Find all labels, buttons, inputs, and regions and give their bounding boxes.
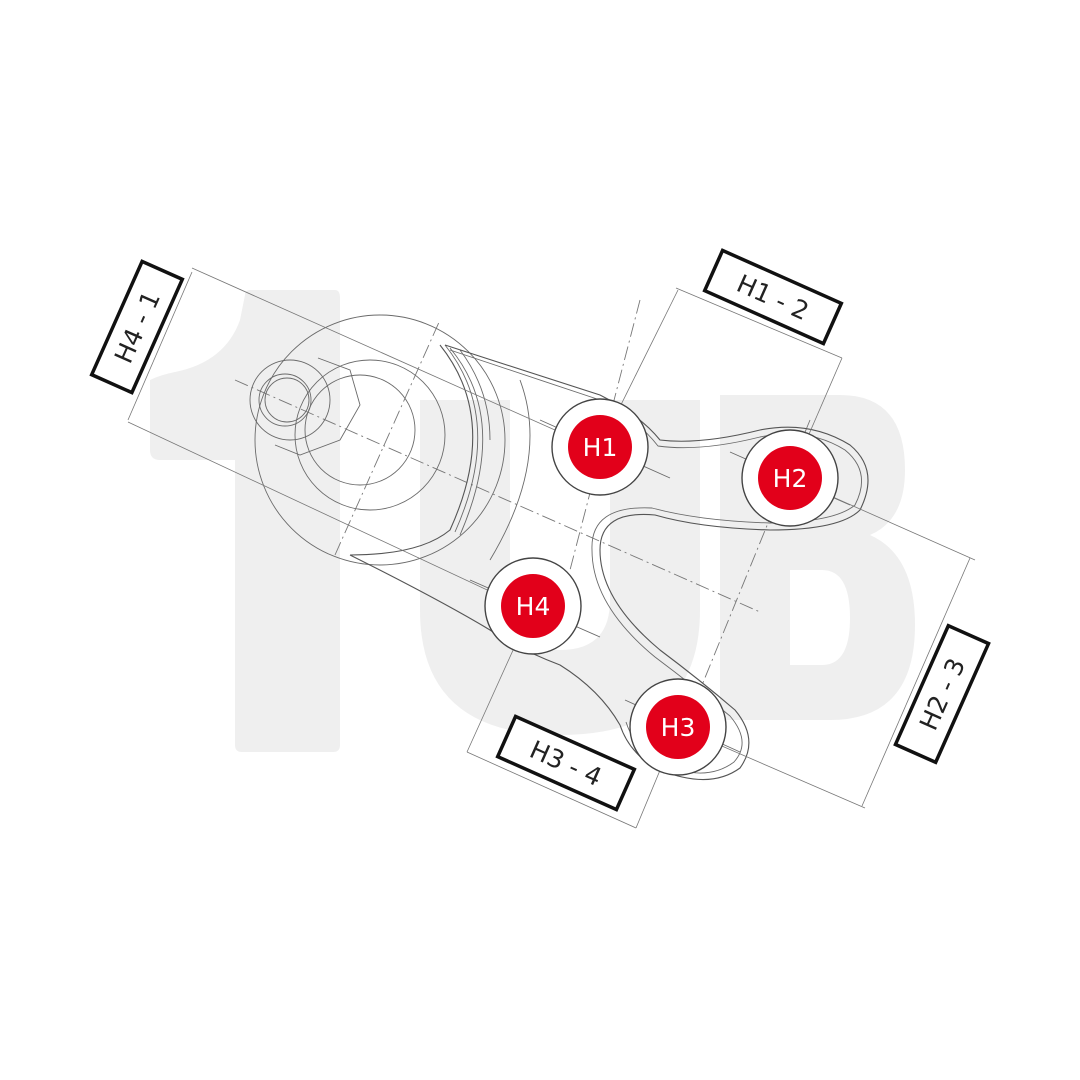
hole-H1: H1	[551, 398, 649, 496]
tag-H1-2: H1 - 2	[702, 248, 844, 346]
hole-H1-label: H1	[583, 433, 618, 462]
hole-H3: H3	[629, 678, 727, 776]
hole-H2-label: H2	[773, 464, 808, 493]
hole-H2: H2	[741, 429, 839, 527]
hole-H3-label: H3	[661, 713, 696, 742]
tag-H4-1: H4 - 1	[89, 259, 185, 395]
stud-and-nut	[249, 357, 446, 511]
hole-H4: H4	[484, 557, 582, 655]
hole-H4-label: H4	[516, 592, 551, 621]
tag-H3-4: H3 - 4	[495, 714, 637, 812]
body-cylinder	[254, 314, 531, 566]
